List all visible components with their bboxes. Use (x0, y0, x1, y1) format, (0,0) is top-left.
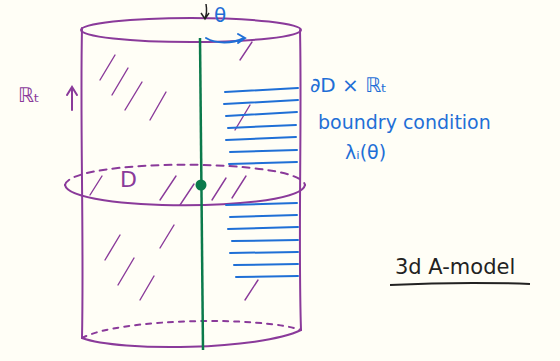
boundary-condition-note: boundry condition (318, 112, 491, 133)
time-axis-label: ℝₜ (18, 84, 40, 106)
angle-label: θ (214, 4, 226, 26)
disk-label: D (120, 168, 137, 192)
boundary-label: ∂D × ℝₜ (310, 74, 387, 96)
model-title: 3d A-model (395, 256, 515, 279)
lambda-label: λᵢ(θ) (345, 142, 386, 163)
